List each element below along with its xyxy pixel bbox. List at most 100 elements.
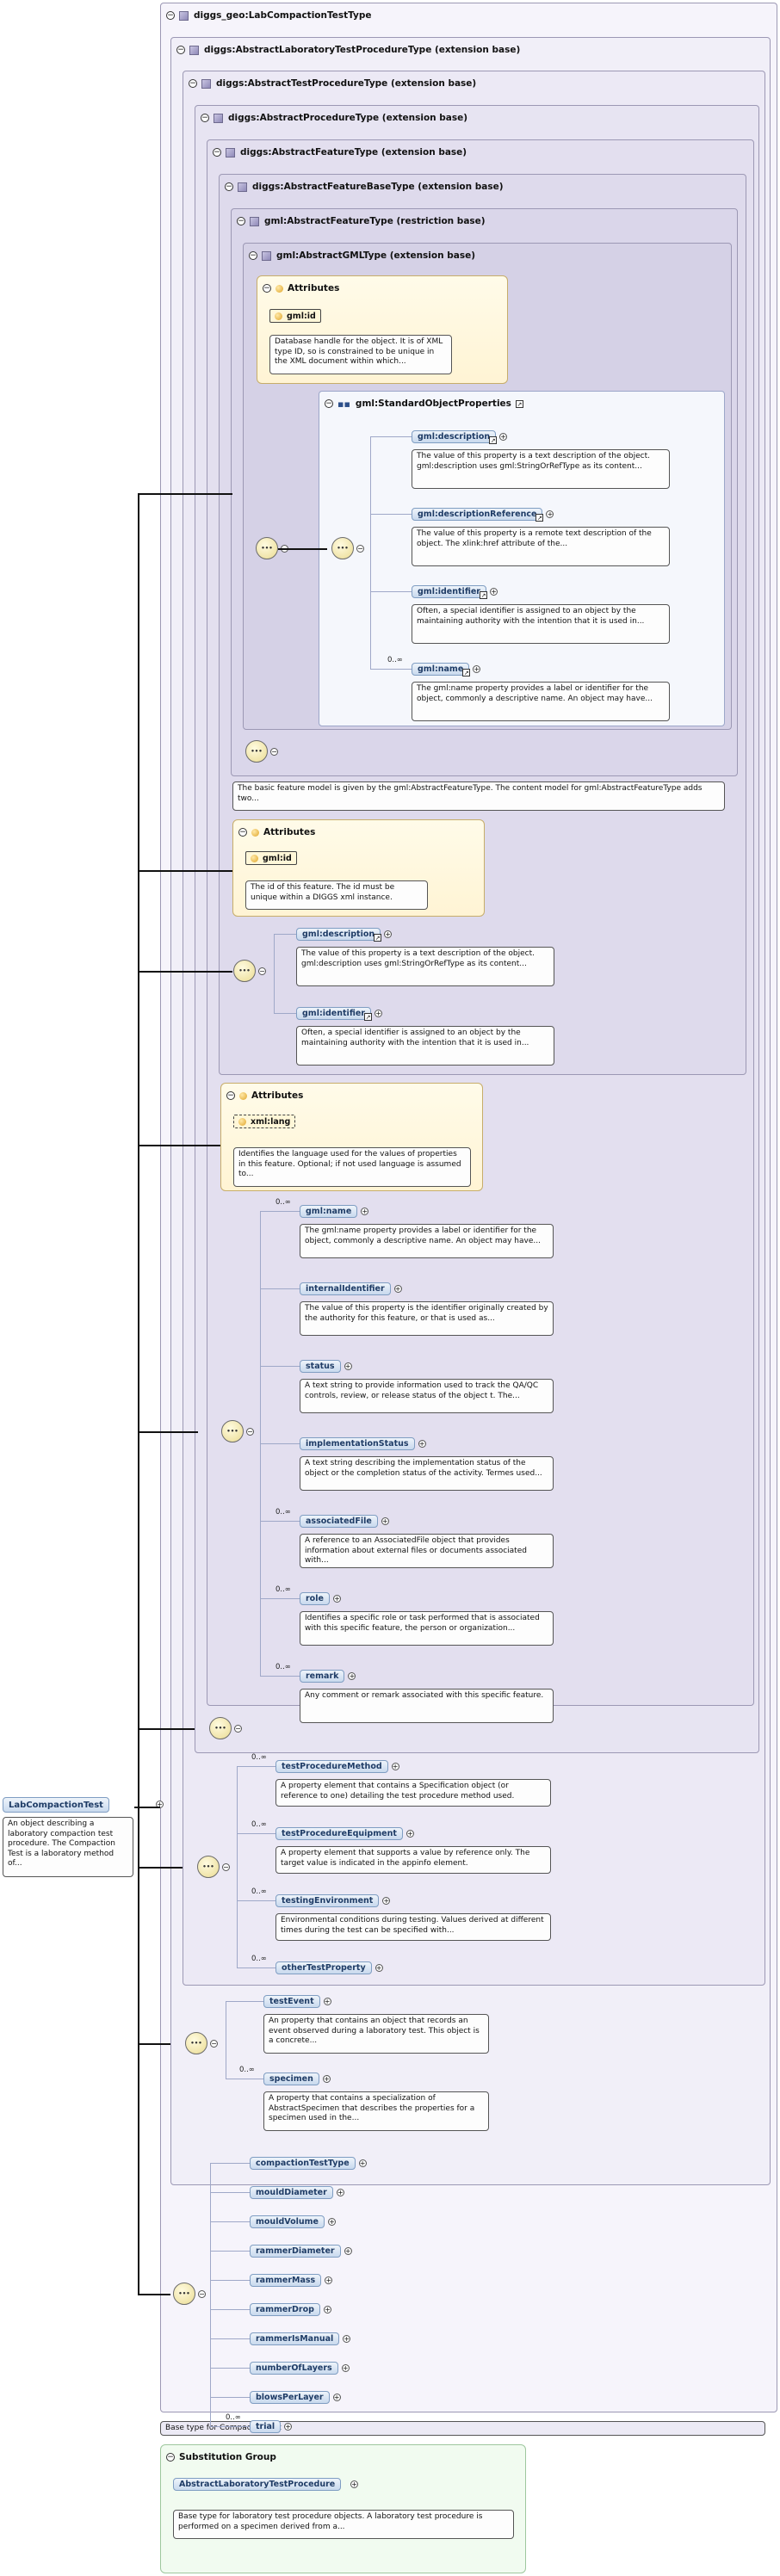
- element-numberOfLayers[interactable]: numberOfLayers: [250, 2362, 338, 2375]
- root-type-header[interactable]: −diggs_geo:LabCompactionTestType: [166, 10, 372, 21]
- sequence-node[interactable]: •••: [233, 960, 256, 982]
- element-otherTestProperty[interactable]: otherTestProperty: [275, 1961, 372, 1974]
- collapse-icon[interactable]: −: [176, 45, 185, 54]
- sequence-node[interactable]: •••: [256, 537, 278, 559]
- expand-icon[interactable]: −: [246, 1428, 254, 1436]
- element-rammerDrop[interactable]: rammerDrop: [250, 2303, 320, 2316]
- element-gml-identifier[interactable]: gml:identifier: [412, 585, 486, 598]
- collapse-icon[interactable]: −: [263, 283, 271, 293]
- std-props-header[interactable]: −▪▪gml:StandardObjectProperties↗: [325, 398, 523, 410]
- element-gml-description[interactable]: gml:description: [412, 430, 497, 443]
- expand-icon[interactable]: +: [332, 1595, 341, 1603]
- reference-icon[interactable]: ↗: [364, 1013, 372, 1021]
- afb-header[interactable]: −diggs:AbstractFeatureBaseType (extensio…: [225, 182, 504, 192]
- attributes-header[interactable]: −Attributes: [263, 283, 340, 293]
- reference-icon[interactable]: ↗: [515, 399, 523, 408]
- element-role[interactable]: role: [300, 1592, 330, 1605]
- atp-header[interactable]: −diggs:AbstractTestProcedureType (extens…: [189, 78, 477, 89]
- collapse-icon[interactable]: −: [166, 2452, 175, 2462]
- element-mouldVolume[interactable]: mouldVolume: [250, 2215, 325, 2228]
- element-gml-name[interactable]: gml:name: [412, 663, 470, 676]
- attributes-header[interactable]: −Attributes: [238, 827, 316, 837]
- expand-icon[interactable]: +: [350, 2480, 358, 2488]
- expand-icon[interactable]: +: [405, 1830, 414, 1838]
- expand-icon[interactable]: +: [323, 2306, 331, 2313]
- ap-header[interactable]: −diggs:AbstractProcedureType (extension …: [201, 113, 468, 123]
- element-gml-descriptionReference[interactable]: gml:descriptionReference: [412, 508, 543, 521]
- element-status[interactable]: status: [300, 1360, 341, 1373]
- expand-icon[interactable]: +: [343, 2335, 351, 2343]
- substitution-element[interactable]: AbstractLaboratoryTestProcedure: [173, 2478, 342, 2491]
- expand-icon[interactable]: +: [418, 1440, 426, 1448]
- element-specimen[interactable]: specimen: [263, 2073, 319, 2085]
- reference-icon[interactable]: ↗: [374, 934, 382, 942]
- sequence-node[interactable]: •••: [331, 537, 354, 559]
- expand-icon[interactable]: +: [391, 1763, 399, 1770]
- expand-icon[interactable]: +: [499, 433, 508, 441]
- collapse-icon[interactable]: −: [213, 147, 221, 157]
- expand-icon[interactable]: +: [344, 1362, 352, 1370]
- expand-icon[interactable]: +: [323, 1998, 331, 2005]
- expand-icon[interactable]: +: [490, 588, 498, 596]
- collapse-icon[interactable]: −: [325, 398, 333, 408]
- reference-icon[interactable]: ↗: [462, 669, 471, 676]
- alabtp-header[interactable]: −diggs:AbstractLaboratoryTestProcedureTy…: [176, 45, 521, 55]
- element-testProcedureMethod[interactable]: testProcedureMethod: [275, 1760, 388, 1773]
- reference-icon[interactable]: ↗: [480, 591, 487, 599]
- collapse-icon[interactable]: −: [238, 827, 247, 837]
- expand-icon[interactable]: +: [382, 1897, 391, 1905]
- element-blowsPerLayer[interactable]: blowsPerLayer: [250, 2391, 330, 2404]
- element-remark[interactable]: remark: [300, 1670, 345, 1683]
- element-internalIdentifier[interactable]: internalIdentifier: [300, 1282, 391, 1295]
- expand-icon[interactable]: −: [198, 2290, 206, 2298]
- collapse-icon[interactable]: −: [226, 1090, 235, 1100]
- expand-icon[interactable]: +: [381, 1517, 389, 1525]
- sequence-node[interactable]: •••: [197, 1856, 220, 1878]
- expand-icon[interactable]: +: [332, 2394, 341, 2401]
- attribute-gml-id[interactable]: gml:id: [245, 851, 297, 865]
- sequence-node[interactable]: •••: [221, 1420, 244, 1442]
- element-rammerDiameter[interactable]: rammerDiameter: [250, 2245, 341, 2258]
- expand-icon[interactable]: −: [356, 545, 364, 553]
- element-compactionTestType[interactable]: compactionTestType: [250, 2157, 356, 2170]
- element-gml-description[interactable]: gml:description: [296, 928, 381, 941]
- expand-icon[interactable]: −: [234, 1725, 242, 1733]
- expand-icon[interactable]: +: [473, 665, 481, 673]
- element-rammerMass[interactable]: rammerMass: [250, 2274, 322, 2287]
- expand-icon[interactable]: +: [546, 510, 554, 518]
- expand-icon[interactable]: +: [341, 2364, 350, 2372]
- collapse-icon[interactable]: −: [166, 10, 175, 20]
- expand-icon[interactable]: +: [384, 930, 393, 938]
- element-mouldDiameter[interactable]: mouldDiameter: [250, 2186, 333, 2199]
- expand-icon[interactable]: +: [375, 1964, 383, 1972]
- collapse-icon[interactable]: −: [237, 216, 245, 225]
- expand-icon[interactable]: +: [327, 2218, 336, 2226]
- expand-icon[interactable]: −: [222, 1863, 230, 1871]
- expand-icon[interactable]: +: [361, 1208, 369, 1215]
- element-gml-identifier[interactable]: gml:identifier: [296, 1007, 371, 1020]
- attribute-gml-id[interactable]: gml:id: [269, 309, 321, 323]
- element-implementationStatus[interactable]: implementationStatus: [300, 1437, 415, 1450]
- ggml-header[interactable]: −gml:AbstractGMLType (extension base): [249, 250, 476, 261]
- sequence-node[interactable]: •••: [209, 1717, 232, 1739]
- element-testingEnvironment[interactable]: testingEnvironment: [275, 1894, 380, 1907]
- expand-icon[interactable]: −: [258, 967, 266, 975]
- sequence-node[interactable]: •••: [173, 2283, 195, 2305]
- element-gml-name[interactable]: gml:name: [300, 1205, 358, 1218]
- sequence-node[interactable]: •••: [185, 2032, 207, 2054]
- expand-icon[interactable]: +: [344, 2247, 352, 2255]
- collapse-icon[interactable]: −: [189, 78, 197, 88]
- expand-icon[interactable]: −: [210, 2040, 218, 2048]
- element-rammerIsManual[interactable]: rammerIsManual: [250, 2332, 340, 2345]
- expand-icon[interactable]: +: [336, 2189, 344, 2196]
- collapse-icon[interactable]: −: [225, 182, 233, 191]
- substitution-header[interactable]: −Substitution Group: [166, 2452, 276, 2462]
- element-associatedFile[interactable]: associatedFile: [300, 1515, 378, 1528]
- expand-icon[interactable]: +: [348, 1672, 356, 1680]
- expand-icon[interactable]: +: [322, 2075, 331, 2083]
- root-element-labcompactiontest[interactable]: LabCompactionTest: [3, 1797, 109, 1813]
- expand-icon[interactable]: +: [325, 2276, 333, 2284]
- expand-icon[interactable]: +: [284, 2423, 293, 2431]
- element-trial[interactable]: trial: [250, 2420, 282, 2433]
- reference-icon[interactable]: ↗: [489, 436, 498, 444]
